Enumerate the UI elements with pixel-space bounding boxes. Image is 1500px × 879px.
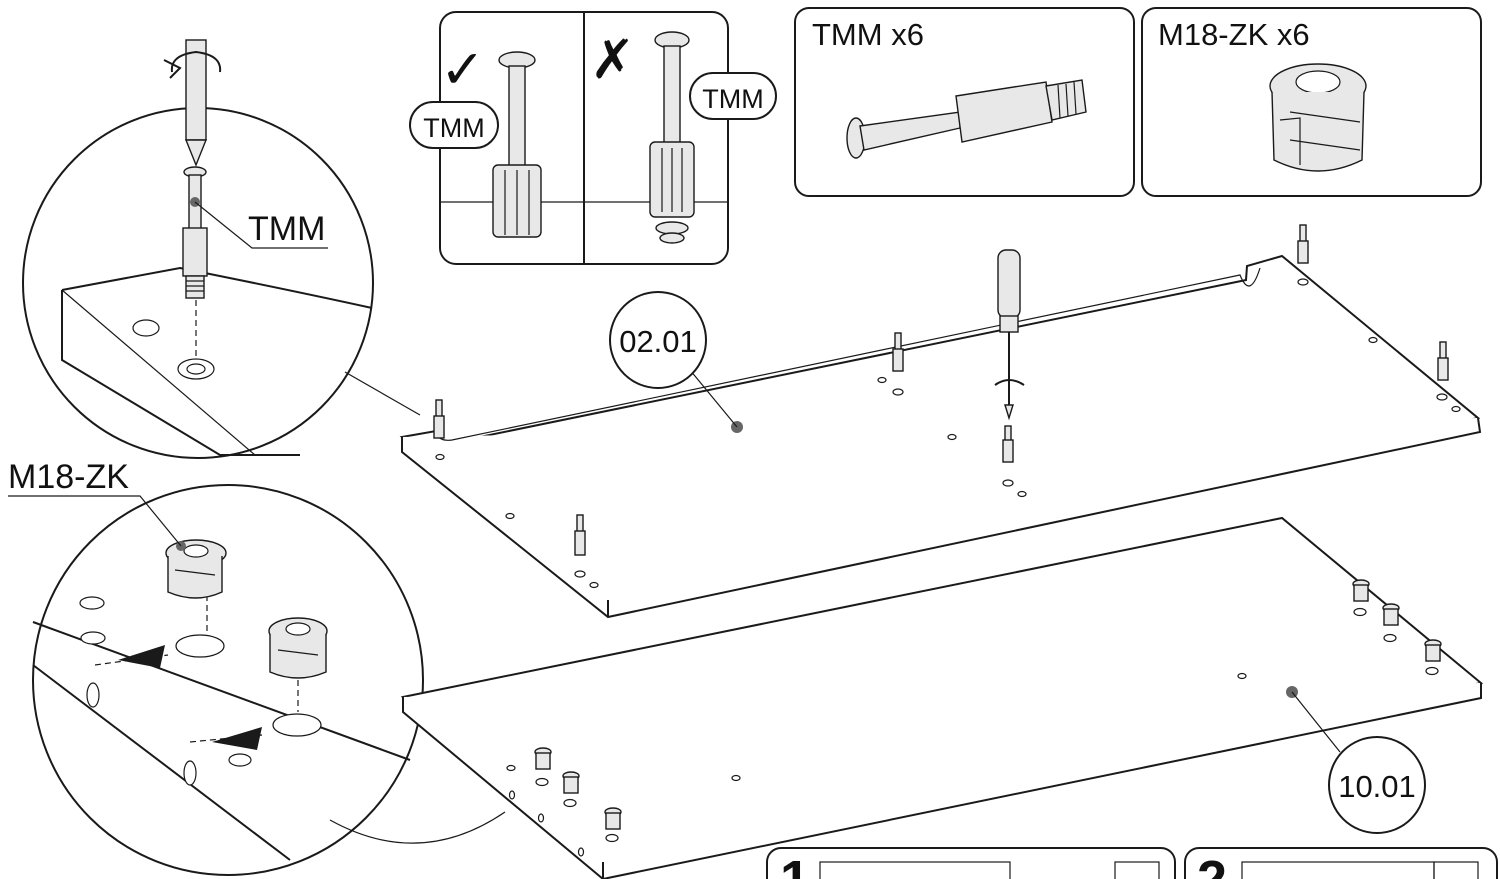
detail-circle-m18zk: M18-ZK bbox=[8, 458, 424, 876]
m18zk-cam-icon bbox=[268, 617, 328, 679]
step-number-2: 2 bbox=[1197, 850, 1227, 879]
callout-line bbox=[344, 371, 421, 416]
tmm-bolt-icon bbox=[892, 332, 904, 372]
parts-box-tmm: TMM x6 bbox=[794, 7, 1135, 197]
label-tmm: TMM bbox=[248, 210, 325, 248]
tmm-bolt-icon bbox=[1002, 425, 1014, 463]
tmm-bolt-icon bbox=[649, 31, 695, 244]
tmm-bolt-icon bbox=[1297, 224, 1309, 264]
m18zk-cam-icon bbox=[534, 747, 552, 770]
tmm-bolt-icon bbox=[433, 399, 445, 439]
label-m18zk: M18-ZK bbox=[8, 458, 129, 496]
m18zk-cam-icon bbox=[1352, 579, 1370, 602]
tmm-bolt-icon bbox=[182, 166, 208, 299]
callout-line bbox=[329, 811, 506, 844]
part-label-02-01: 02.01 bbox=[619, 324, 697, 359]
m18zk-cam-icon bbox=[1424, 639, 1442, 662]
panel-10-01: 10.01 bbox=[400, 516, 1484, 879]
tmm-bolt-icon bbox=[574, 514, 586, 556]
m18zk-cam-icon bbox=[562, 771, 580, 794]
tmm-bolt-icon bbox=[846, 79, 1087, 159]
step-frame-2: 2 bbox=[1184, 847, 1498, 879]
tmm-bolt-icon bbox=[492, 51, 542, 238]
label-tmm-correct: TMM bbox=[423, 113, 484, 143]
parts-label-m18zk: M18-ZK x6 bbox=[1158, 17, 1310, 52]
screwdriver-icon bbox=[163, 39, 222, 167]
tmm-bolt-icon bbox=[1437, 341, 1449, 381]
panel-02-01: 02.01 bbox=[399, 224, 1482, 619]
m18zk-cam-icon bbox=[604, 807, 622, 830]
panel-holes bbox=[435, 278, 1461, 589]
cross-icon: ✗ bbox=[590, 30, 635, 90]
step-number-1: 1 bbox=[780, 850, 810, 879]
panel-holes bbox=[506, 607, 1439, 857]
parts-label-tmm: TMM x6 bbox=[812, 17, 924, 52]
check-icon: ✓ bbox=[440, 40, 485, 100]
detail-circle-tmm: TMM bbox=[22, 39, 374, 459]
label-tmm-wrong: TMM bbox=[702, 84, 763, 114]
parts-box-m18zk: M18-ZK x6 bbox=[1141, 7, 1482, 197]
insertion-check-box: ✓ ✗ TMM TMM bbox=[409, 11, 777, 265]
screwdriver-icon bbox=[994, 249, 1025, 421]
m18zk-cam-icon bbox=[1382, 603, 1400, 626]
m18zk-cam-icon bbox=[1269, 63, 1367, 172]
step-frame-1: 1 bbox=[766, 847, 1176, 879]
part-label-10-01: 10.01 bbox=[1338, 769, 1416, 804]
m18zk-cam-icon bbox=[165, 539, 227, 599]
